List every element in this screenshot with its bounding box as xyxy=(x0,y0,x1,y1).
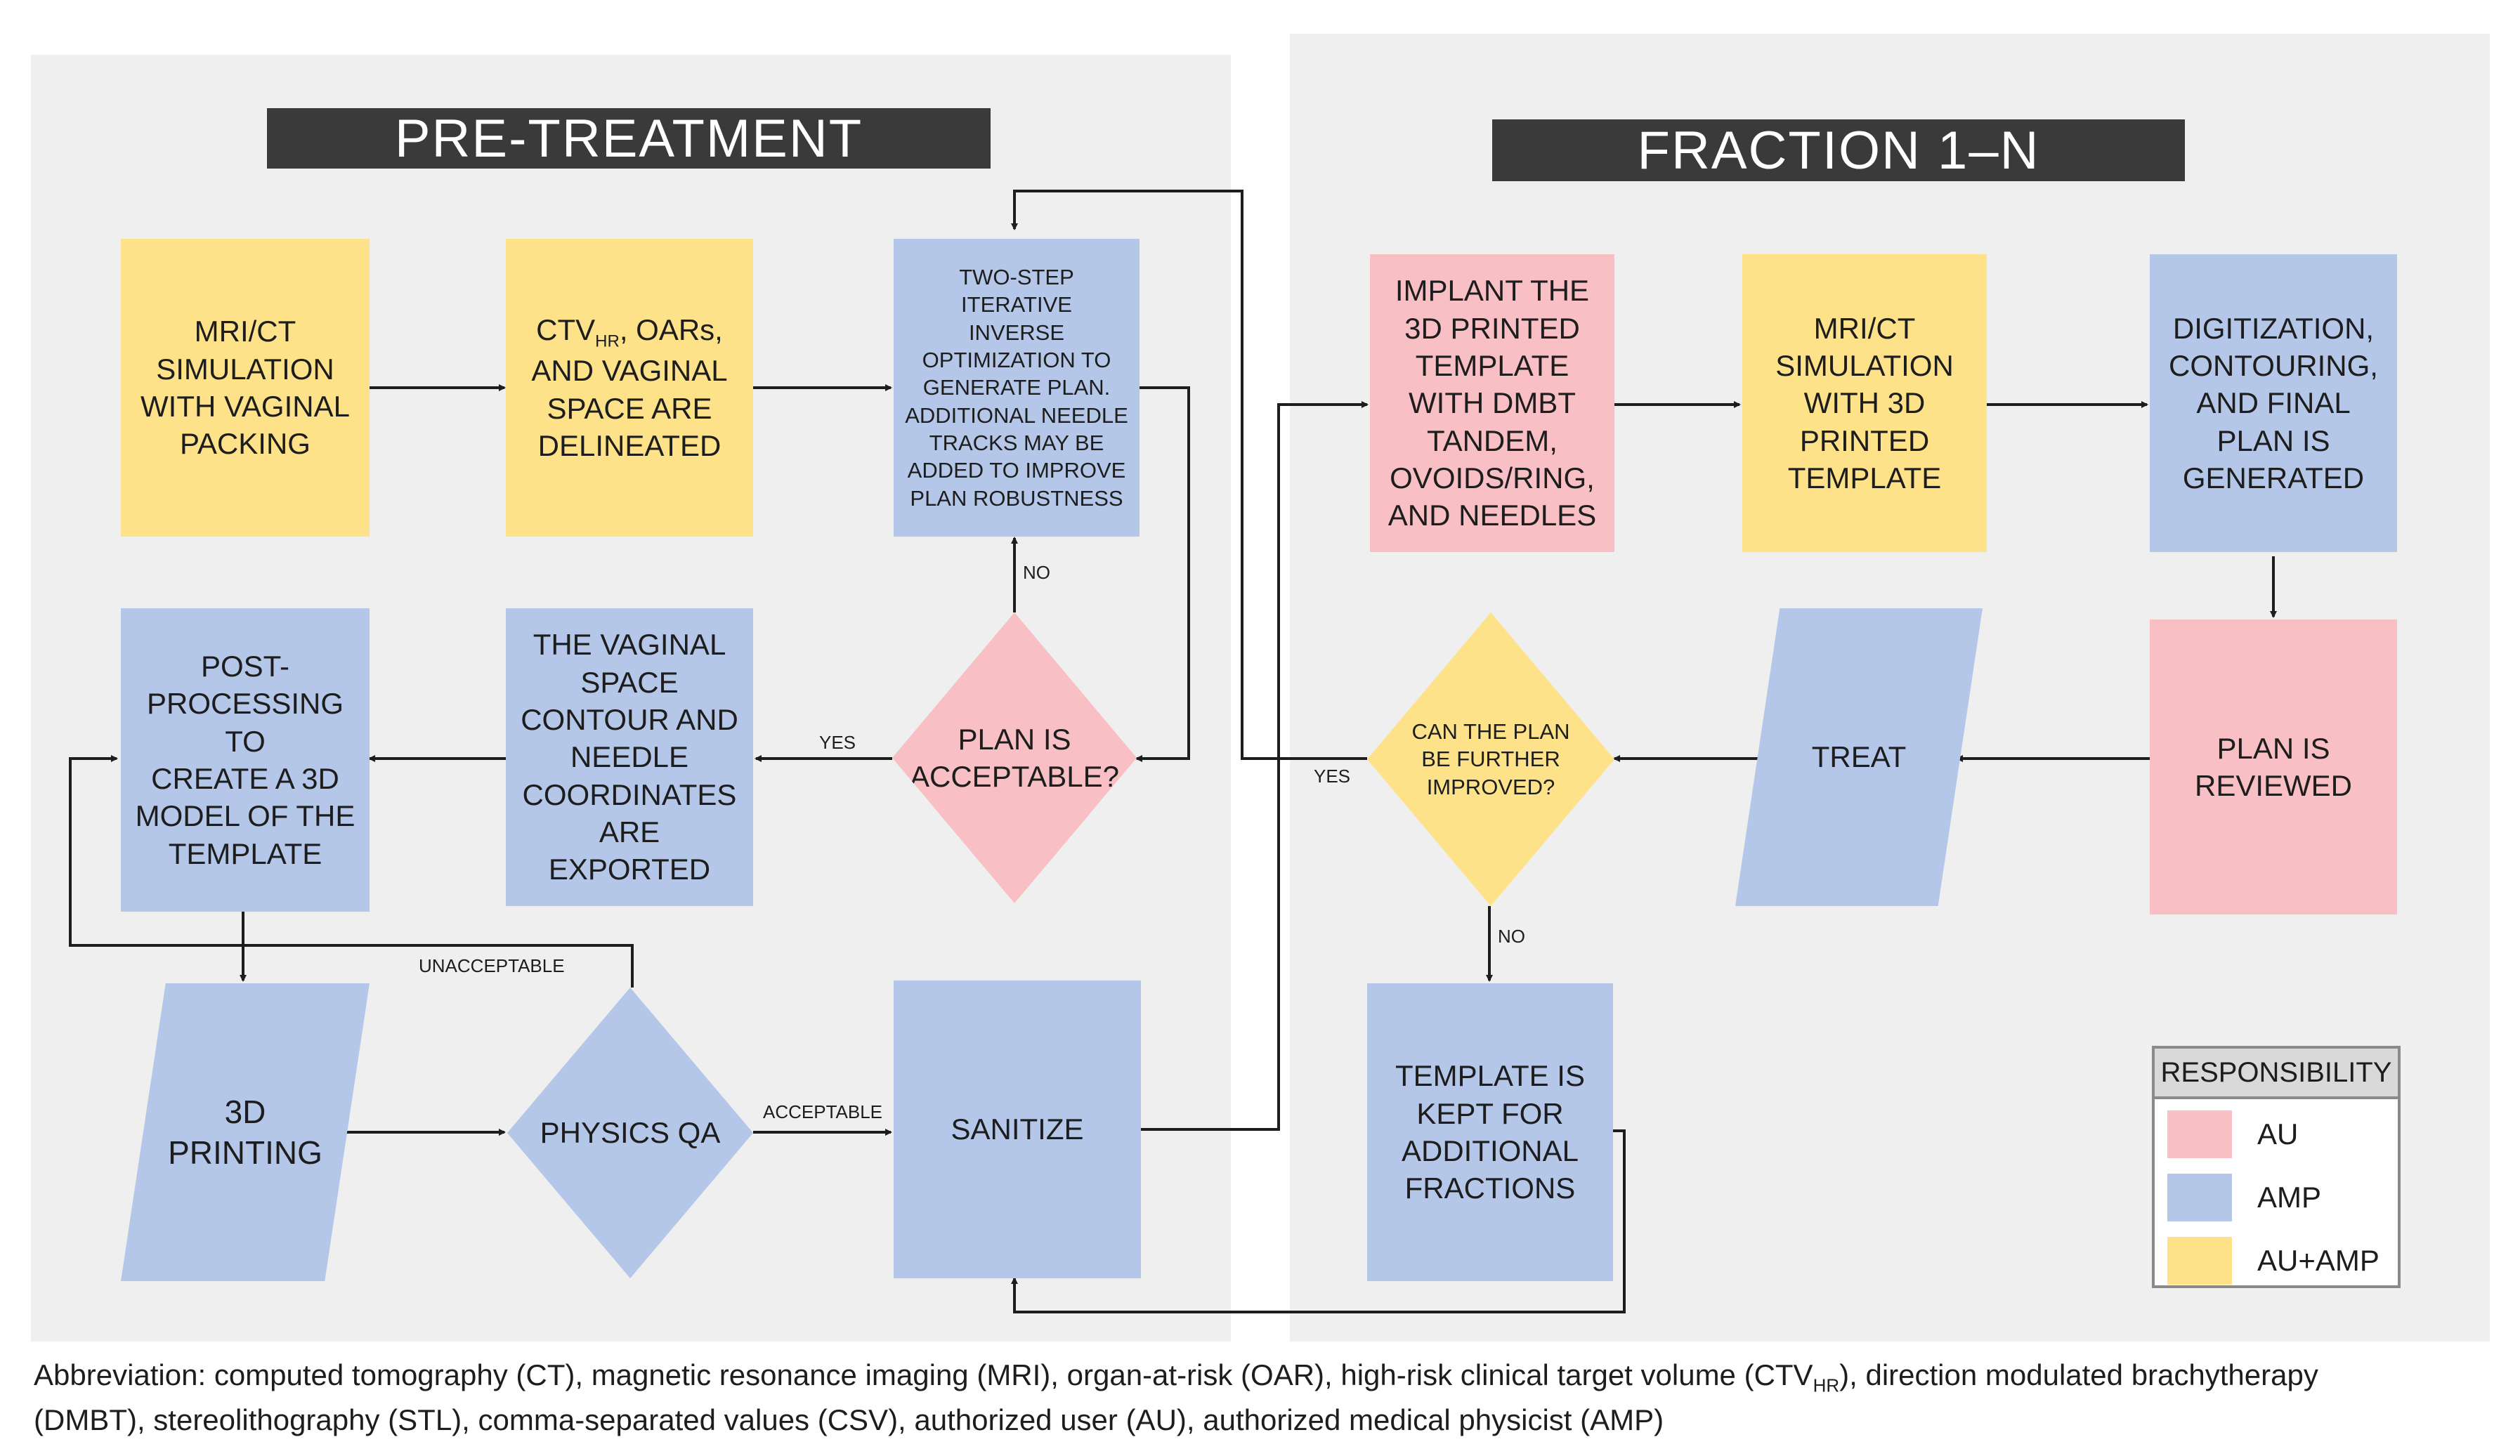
node-treat: TREAT xyxy=(1735,608,1983,906)
fraction-title: FRACTION 1–N xyxy=(1637,120,2040,181)
edge-label-yes-left: YES xyxy=(819,732,856,753)
edge-optimization-loop xyxy=(1135,386,1190,762)
pre-treatment-title: PRE-TREATMENT xyxy=(394,108,863,169)
legend-item-au-amp: AU+AMP xyxy=(2167,1237,2379,1285)
node-mri-simulation-template: MRI/CT SIMULATION WITH 3D PRINTED TEMPLA… xyxy=(1742,254,1987,552)
node-3d-printing: 3D PRINTING xyxy=(121,983,370,1281)
edge-sanitize-to-implant xyxy=(1141,401,1369,1131)
responsibility-legend: RESPONSIBILITY AU AMP AU+AMP xyxy=(2152,1046,2401,1288)
node-template-kept: TEMPLATE IS KEPT FOR ADDITIONAL FRACTION… xyxy=(1367,983,1613,1281)
node-vaginal-export: THE VAGINAL SPACE CONTOUR AND NEEDLE COO… xyxy=(506,608,753,906)
edge-label-no-bottom: NO xyxy=(1498,926,1525,947)
edge-label-unacceptable: UNACCEPTABLE xyxy=(419,955,565,976)
node-sanitize: SANITIZE xyxy=(894,980,1141,1278)
edge-label-acceptable: ACCEPTABLE xyxy=(763,1101,883,1122)
node-implant: IMPLANT THE 3D PRINTED TEMPLATE WITH DMB… xyxy=(1370,254,1614,552)
node-post-processing: POST- PROCESSING TO CREATE A 3D MODEL OF… xyxy=(121,608,370,912)
node-mri-simulation-packing: MRI/CT SIMULATION WITH VAGINAL PACKING xyxy=(121,239,370,537)
fraction-header: FRACTION 1–N xyxy=(1492,119,2185,181)
edge-label-yes-right: YES xyxy=(1314,766,1351,787)
pre-treatment-header: PRE-TREATMENT xyxy=(267,108,991,169)
edge-kept-to-sanitize xyxy=(1011,1129,1626,1313)
node-optimization: TWO-STEP ITERATIVE INVERSE OPTIMIZATION … xyxy=(894,239,1140,537)
node-ctv-delineated: CTVHR, OARs,AND VAGINAL SPACE ARE DELINE… xyxy=(506,239,753,537)
legend-item-amp: AMP xyxy=(2167,1174,2321,1221)
abbreviation-footnote: Abbreviation: computed tomography (CT), … xyxy=(34,1358,2318,1437)
node-digitization: DIGITIZATION, CONTOURING, AND FINAL PLAN… xyxy=(2150,254,2397,552)
legend-item-au: AU xyxy=(2167,1110,2298,1158)
legend-swatch-amp xyxy=(2167,1174,2232,1221)
edge-improve-yes xyxy=(1011,190,1367,760)
legend-label-au: AU xyxy=(2257,1117,2299,1150)
legend-label-au-amp: AU+AMP xyxy=(2257,1244,2379,1277)
edge-qa-unacceptable xyxy=(69,755,634,988)
legend-title: RESPONSIBILITY xyxy=(2155,1049,2398,1099)
legend-swatch-au-amp xyxy=(2167,1237,2232,1285)
node-plan-reviewed: PLAN IS REVIEWED xyxy=(2150,619,2397,914)
edge-label-no-top: NO xyxy=(1023,562,1050,583)
legend-label-amp: AMP xyxy=(2257,1181,2322,1214)
legend-swatch-au xyxy=(2167,1110,2232,1158)
